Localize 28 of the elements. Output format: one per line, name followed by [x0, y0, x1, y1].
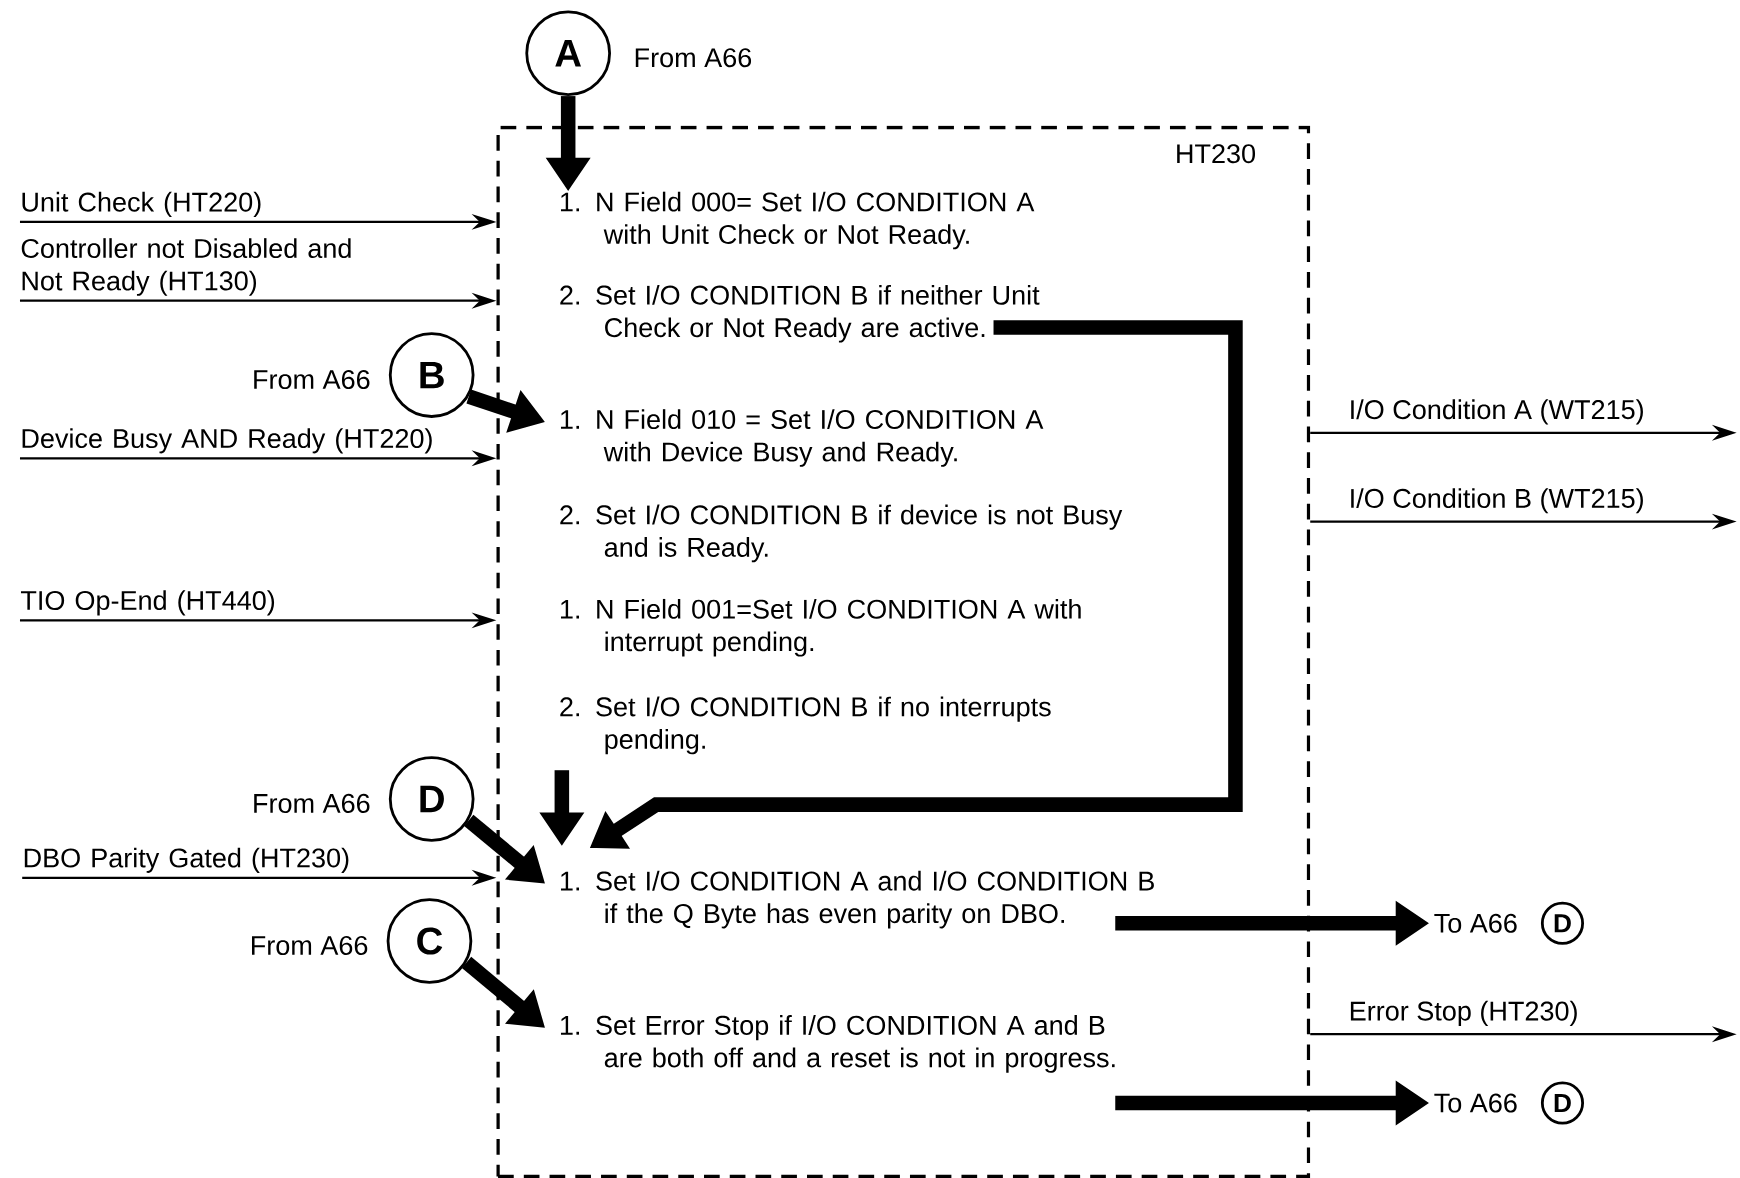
- circled-letter: A: [525, 10, 611, 96]
- source-label: From A66: [635, 47, 752, 68]
- step-text: 1. N Field 010 = Set I/O CONDITION A with Device Busy and Ready.: [561, 408, 1044, 467]
- target-label: To A66: [1434, 913, 1517, 933]
- signal-label: TIO Op-End (HT440): [21, 590, 275, 616]
- step-text: 1. Set I/O CONDITION A and I/O CONDITION B if the Q Byte has even parity on DBO.: [561, 870, 1154, 929]
- source-label: From A66: [254, 793, 370, 813]
- signal-label: DBO Parity Gated (HT230): [24, 847, 349, 873]
- step-text: 1. Set Error Stop if I/O CONDITION A and B are both off and a reset is not in progress.: [561, 1014, 1115, 1073]
- target-label: To A66: [1434, 1093, 1517, 1113]
- step-text: 2. Set I/O CONDITION B if no interrupts pending.: [560, 696, 1051, 755]
- step-text: 2. Set I/O CONDITION B if neither Unit Check or Not Ready are active.: [560, 284, 1040, 343]
- step-text: 1. N Field 000= Set I/O CONDITION A with Unit Check or Not Ready.: [561, 191, 1035, 250]
- circled-letter: D: [1540, 1081, 1584, 1125]
- step-text: 2. Set I/O CONDITION B if device is not Busy and is Ready.: [560, 504, 1123, 563]
- signal-label: Device Busy AND Ready (HT220): [22, 428, 432, 454]
- circled-letter: C: [386, 897, 473, 984]
- circled-letter: D: [388, 755, 475, 842]
- edge-label: I/O Condition B (WT215): [1351, 487, 1643, 514]
- signal-label: Controller not Disabled and Not Ready (HT130): [21, 237, 351, 296]
- circled-letter: B: [388, 332, 475, 418]
- source-label: From A66: [252, 935, 368, 955]
- source-label: From A66: [254, 369, 370, 389]
- step-text: 1. N Field 001=Set I/O CONDITION A with interrupt pending.: [561, 598, 1081, 657]
- edge-label: I/O Condition A (WT215): [1351, 399, 1643, 425]
- edge-label: Error Stop (HT230): [1350, 1000, 1577, 1026]
- circled-letter: D: [1540, 901, 1584, 945]
- signal-label: Unit Check (HT220): [22, 191, 261, 217]
